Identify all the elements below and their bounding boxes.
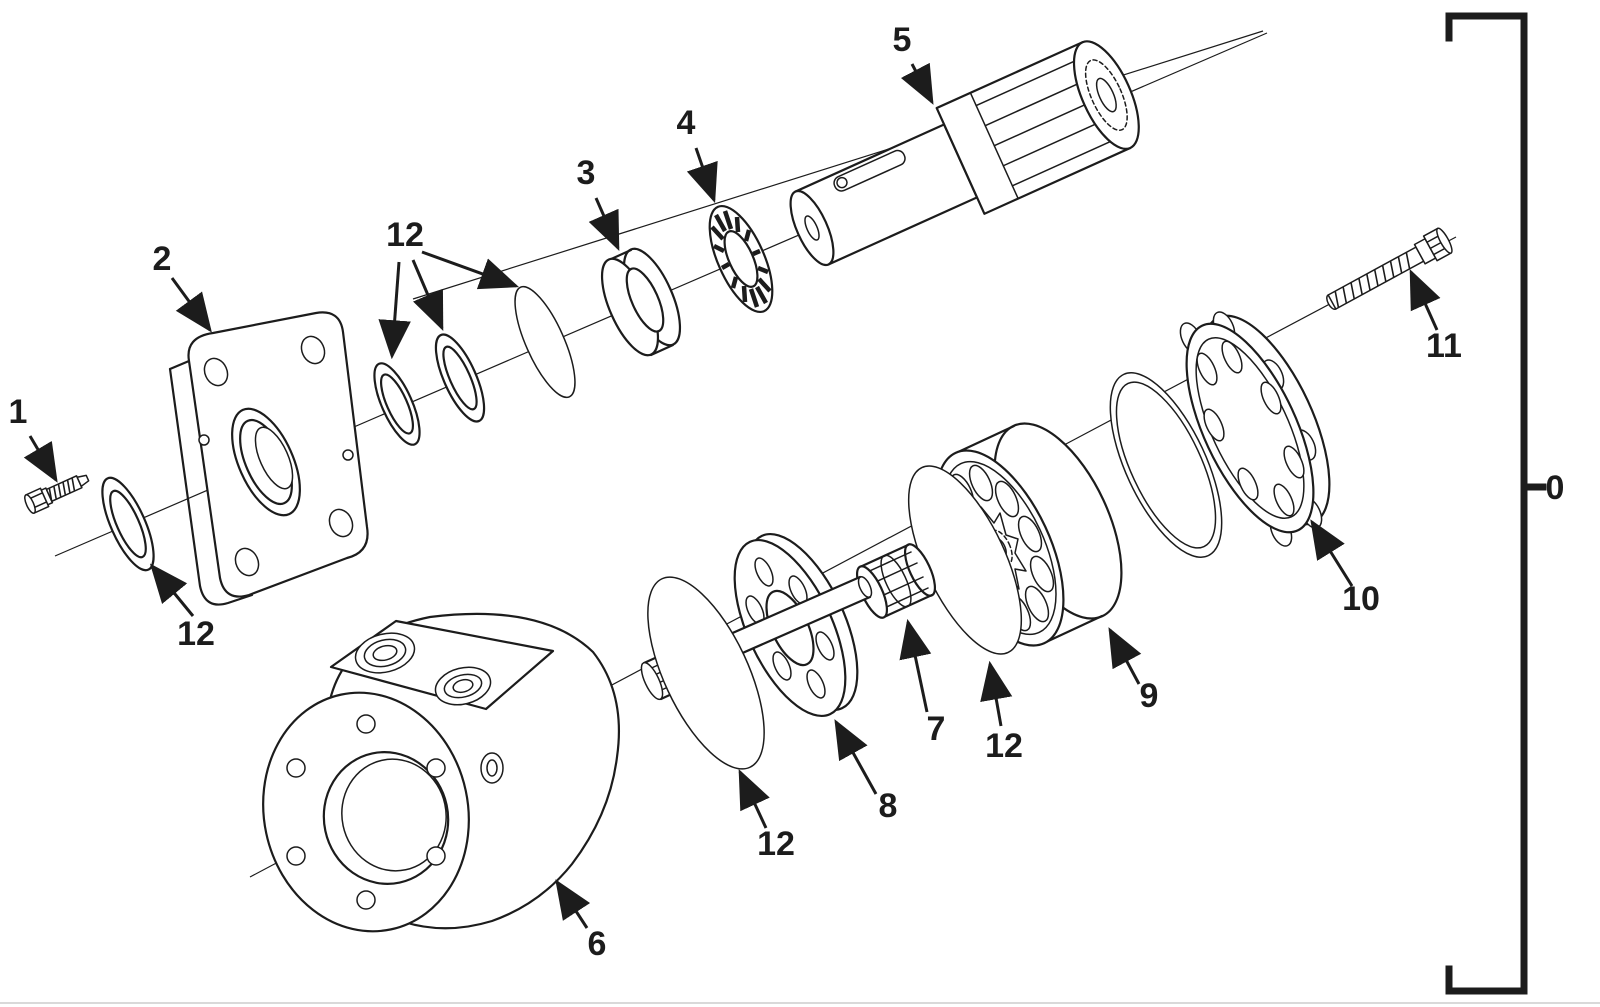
part-2-mounting-flange bbox=[168, 311, 369, 606]
flange-hole bbox=[328, 508, 354, 538]
cap-hole bbox=[1196, 352, 1218, 386]
part-1-screw bbox=[24, 474, 90, 514]
flange-hole bbox=[203, 357, 229, 387]
cap-hole bbox=[1203, 408, 1225, 442]
callout-1: 1 bbox=[9, 393, 28, 431]
plate-hole bbox=[806, 669, 826, 699]
callout-9: 9 bbox=[1140, 677, 1159, 715]
housing-face-hole bbox=[286, 758, 306, 778]
callout-5: 5 bbox=[893, 21, 912, 59]
part-5-output-shaft bbox=[789, 40, 1140, 267]
callout-7: 7 bbox=[927, 710, 946, 748]
housing-face-hole bbox=[426, 846, 446, 866]
part-4-thrust-bearing bbox=[708, 204, 774, 314]
housing-face-hole bbox=[356, 890, 376, 910]
cap-hole bbox=[1273, 483, 1295, 517]
housing-face-hole bbox=[426, 758, 446, 778]
plate-hole bbox=[754, 557, 774, 587]
callout-12-seal-a: 12 bbox=[177, 615, 215, 653]
callout-11: 11 bbox=[1426, 327, 1462, 365]
callout-12-seal-c: 12 bbox=[985, 727, 1023, 765]
callout-3: 3 bbox=[577, 154, 596, 192]
callout-arrows bbox=[23, 62, 1441, 929]
housing-port bbox=[354, 632, 416, 674]
gasket-ring bbox=[1109, 372, 1223, 558]
needle-rollers bbox=[710, 210, 772, 308]
seal-disc bbox=[514, 285, 576, 399]
assembly-bracket bbox=[1445, 12, 1547, 995]
cap-hole bbox=[1237, 467, 1259, 501]
plate-hole bbox=[815, 631, 835, 661]
callout-12-seal-d: 12 bbox=[757, 825, 795, 863]
cap-hole bbox=[1221, 340, 1243, 374]
flange-hole bbox=[234, 547, 260, 577]
part-6-housing bbox=[262, 612, 620, 933]
part-12-seal-ring bbox=[101, 476, 155, 572]
callout-6: 6 bbox=[588, 925, 607, 963]
flange-hole bbox=[300, 335, 326, 365]
plate-hole bbox=[772, 651, 792, 681]
cap-hole bbox=[1283, 445, 1305, 479]
housing-face-hole bbox=[286, 846, 306, 866]
callout-0: 0 bbox=[1546, 469, 1565, 507]
callout-12-seal-b: 12 bbox=[386, 216, 424, 254]
part-3-bearing-race bbox=[600, 247, 682, 357]
callout-4: 4 bbox=[677, 104, 696, 142]
housing-face-hole bbox=[356, 714, 376, 734]
callout-8: 8 bbox=[879, 787, 898, 825]
keyway bbox=[833, 149, 906, 192]
housing-port bbox=[434, 666, 492, 706]
callout-10: 10 bbox=[1342, 580, 1380, 618]
part-12-seal-d bbox=[647, 576, 765, 770]
callout-labels: 1 12 2 12 3 4 5 11 10 9 12 7 8 12 6 0 bbox=[9, 21, 1565, 963]
part-12-seal-ring-pair bbox=[373, 333, 486, 446]
part-10-end-cap bbox=[1179, 311, 1331, 547]
part-11-bolt bbox=[1326, 227, 1453, 311]
cap-hole bbox=[1260, 381, 1282, 415]
callout-2: 2 bbox=[153, 240, 172, 278]
